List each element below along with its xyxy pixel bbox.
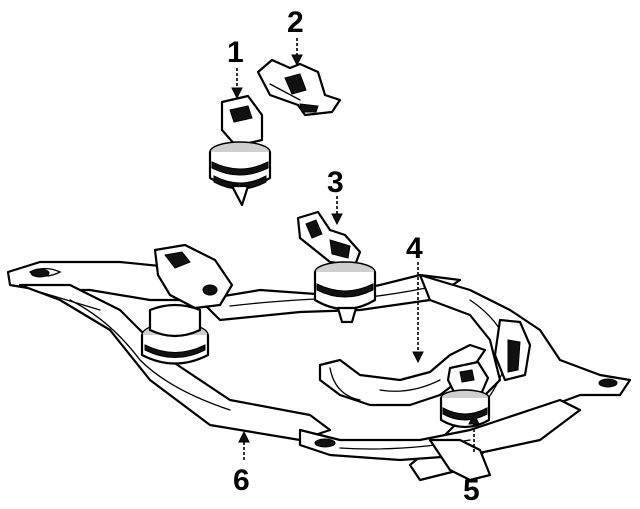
callout-labels: 1 2 3 4 5 6 — [227, 6, 480, 507]
leader-lines — [231, 38, 480, 460]
engine-mount — [208, 94, 272, 207]
callout-3: 3 — [327, 166, 344, 199]
rear-mount — [439, 360, 491, 429]
left-cradle-mount — [140, 243, 234, 365]
crossmember — [318, 318, 532, 407]
callout-1: 1 — [227, 36, 244, 69]
callout-2: 2 — [287, 6, 304, 39]
callout-5: 5 — [463, 474, 480, 507]
engine-mount-with-bracket — [296, 210, 377, 324]
callout-4: 4 — [406, 232, 423, 265]
mount-bracket — [256, 58, 342, 117]
callout-6: 6 — [233, 464, 250, 497]
